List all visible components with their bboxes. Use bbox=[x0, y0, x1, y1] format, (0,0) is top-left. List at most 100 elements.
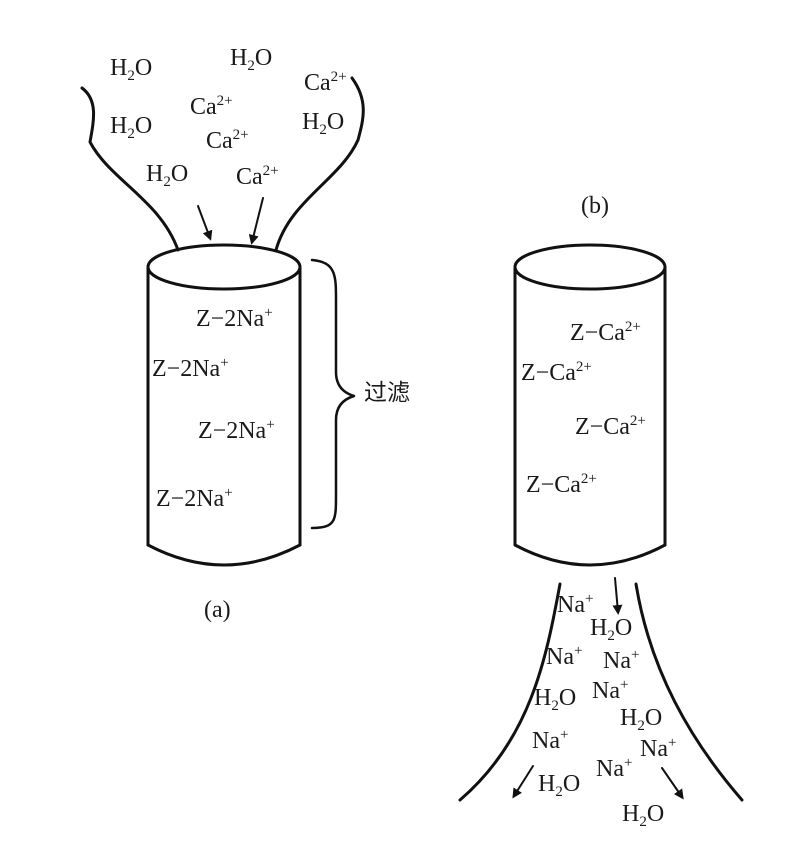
inflow-label: H2O bbox=[230, 46, 272, 74]
formula-base: H bbox=[302, 109, 320, 135]
formula-superscript: + bbox=[630, 647, 640, 663]
inflow-arrow-right bbox=[248, 197, 264, 245]
formula-subscript: 2 bbox=[637, 718, 645, 734]
formula-base: Z−2Na bbox=[152, 356, 221, 382]
formula-base: Ca bbox=[206, 128, 233, 154]
formula-rest: O bbox=[646, 801, 665, 827]
formula-rest: O bbox=[562, 771, 581, 797]
outflow-label: Na+ bbox=[532, 728, 568, 754]
formula-base: Z−Ca bbox=[526, 472, 581, 498]
formula-base: Z−Ca bbox=[570, 320, 625, 346]
formula-superscript: 2+ bbox=[624, 319, 641, 335]
formula-base: Z−Ca bbox=[575, 414, 630, 440]
formula-superscript: + bbox=[264, 305, 273, 321]
inflow-arrow-left bbox=[197, 205, 213, 241]
outflow-arrow-top bbox=[612, 577, 623, 615]
formula-base: Na bbox=[546, 644, 574, 670]
outflow-label: Na+ bbox=[603, 647, 640, 674]
formula-base: H bbox=[110, 113, 128, 139]
inflow-label: H2O bbox=[110, 114, 152, 142]
formula-subscript: 2 bbox=[127, 68, 135, 84]
filtration-brace bbox=[310, 258, 356, 530]
formula-subscript: 2 bbox=[127, 126, 135, 142]
outflow-label: H2O bbox=[622, 802, 664, 830]
formula-superscript: + bbox=[573, 643, 583, 659]
outflow-label: H2O bbox=[538, 772, 580, 800]
formula-subscript: 2 bbox=[247, 58, 255, 74]
formula-subscript: 2 bbox=[163, 174, 171, 190]
inflow-label: H2O bbox=[146, 162, 188, 190]
formula-base: H bbox=[620, 705, 638, 731]
formula-superscript: 2+ bbox=[262, 163, 279, 179]
formula-superscript: 2+ bbox=[580, 471, 597, 487]
formula-rest: O bbox=[170, 161, 189, 187]
formula-rest: O bbox=[254, 45, 273, 71]
resin-label-a: Z−2Na+ bbox=[196, 305, 273, 332]
resin-label-a: Z−2Na+ bbox=[156, 485, 233, 512]
inflow-label: Ca2+ bbox=[304, 69, 347, 96]
caption-a: (a) bbox=[204, 597, 231, 623]
formula-superscript: 2+ bbox=[629, 413, 646, 429]
outflow-label: Na+ bbox=[592, 677, 629, 704]
formula-base: H bbox=[622, 801, 640, 827]
inflow-funnel-left-wall bbox=[80, 86, 180, 252]
formula-base: Na bbox=[592, 678, 620, 704]
formula-superscript: 2+ bbox=[330, 69, 347, 85]
outflow-funnel-right-wall bbox=[634, 582, 744, 802]
formula-base: Z−2Na bbox=[156, 486, 225, 512]
outflow-funnel-left-wall bbox=[458, 582, 562, 802]
formula-base: Z−2Na bbox=[196, 306, 265, 332]
inflow-label: Ca2+ bbox=[190, 93, 233, 120]
caption-b: (b) bbox=[581, 193, 609, 219]
inflow-label: Ca2+ bbox=[236, 163, 279, 190]
formula-subscript: 2 bbox=[639, 814, 647, 830]
formula-subscript: 2 bbox=[607, 628, 615, 644]
formula-subscript: 2 bbox=[551, 698, 559, 714]
resin-label-b: Z−Ca2+ bbox=[521, 360, 592, 386]
formula-base: Na bbox=[557, 592, 585, 618]
outflow-label: Na+ bbox=[546, 643, 583, 670]
formula-superscript: + bbox=[220, 355, 229, 371]
outflow-label: Na+ bbox=[557, 591, 594, 618]
formula-base: H bbox=[534, 685, 552, 711]
formula-base: H bbox=[590, 615, 608, 641]
formula-base: Z−2Na bbox=[198, 418, 267, 444]
formula-rest: O bbox=[326, 109, 345, 135]
formula-rest: O bbox=[558, 685, 577, 711]
formula-base: Na bbox=[532, 728, 560, 754]
resin-label-b: Z−Ca2+ bbox=[575, 413, 646, 440]
formula-superscript: 2+ bbox=[216, 93, 233, 109]
formula-rest: O bbox=[614, 615, 633, 641]
formula-base: H bbox=[230, 45, 248, 71]
filtration-label: 过滤 bbox=[364, 380, 410, 406]
formula-rest: O bbox=[134, 113, 153, 139]
formula-base: Ca bbox=[236, 164, 263, 190]
formula-base: H bbox=[146, 161, 164, 187]
outflow-arrow-left bbox=[512, 765, 534, 799]
formula-base: Ca bbox=[190, 94, 217, 120]
outflow-label: Na+ bbox=[640, 735, 677, 762]
formula-superscript: + bbox=[224, 485, 233, 501]
formula-superscript: + bbox=[266, 417, 275, 433]
formula-base: H bbox=[538, 771, 556, 797]
inflow-label: H2O bbox=[302, 110, 344, 138]
resin-label-a: Z−2Na+ bbox=[152, 355, 229, 382]
outflow-label: H2O bbox=[534, 686, 576, 714]
formula-base: Na bbox=[603, 648, 631, 674]
formula-superscript: + bbox=[584, 591, 594, 607]
outflow-label: H2O bbox=[590, 616, 632, 644]
outflow-arrow-right bbox=[661, 767, 684, 800]
formula-subscript: 2 bbox=[319, 122, 327, 138]
formula-base: Na bbox=[640, 736, 668, 762]
column-a bbox=[146, 243, 302, 567]
inflow-label: H2O bbox=[110, 56, 152, 84]
formula-subscript: 2 bbox=[555, 784, 563, 800]
outflow-label: H2O bbox=[620, 706, 662, 734]
resin-label-b: Z−Ca2+ bbox=[526, 471, 597, 498]
formula-superscript: 2+ bbox=[232, 127, 249, 143]
formula-base: H bbox=[110, 55, 128, 81]
formula-superscript: + bbox=[619, 677, 629, 693]
formula-superscript: + bbox=[667, 735, 677, 751]
